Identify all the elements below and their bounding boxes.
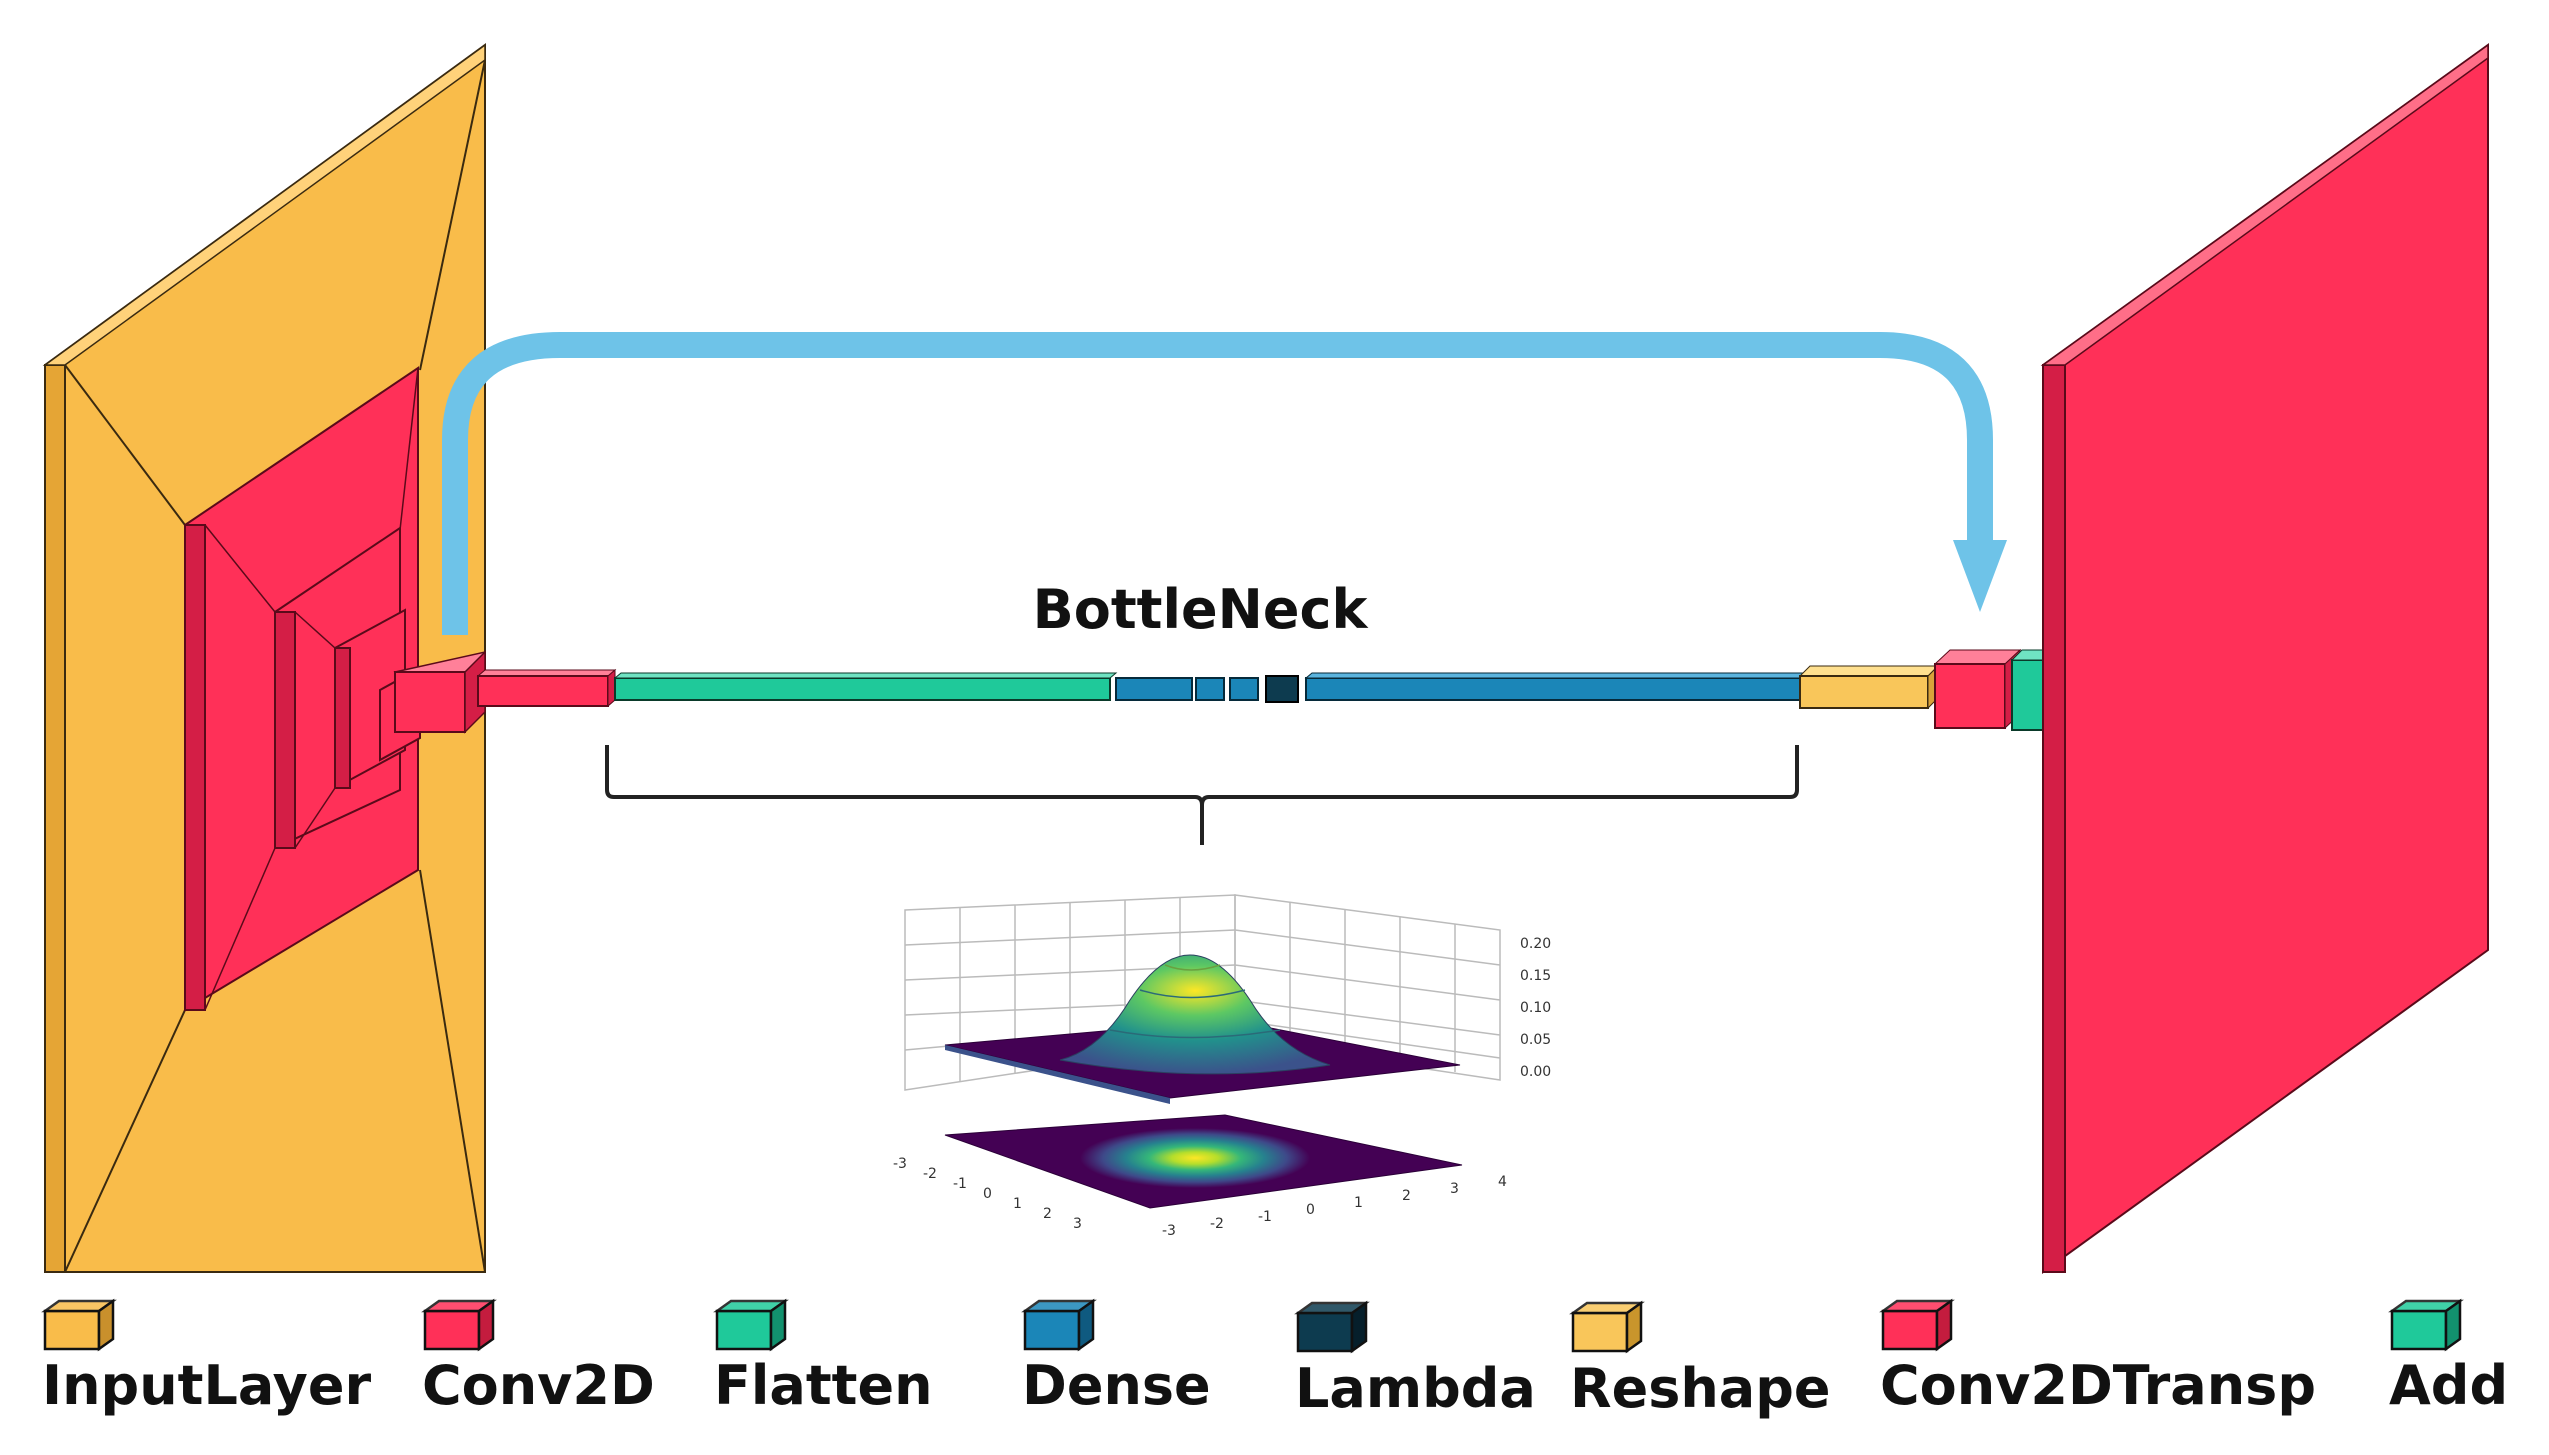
x-tick-label: 3	[1450, 1181, 1459, 1197]
legend-label: Conv2DTransp	[1880, 1354, 2316, 1417]
legend-label: Dense	[1022, 1354, 1211, 1417]
cube-icon	[421, 1298, 497, 1352]
latent-gaussian-surface-plot: 0.20 0.15 0.10 0.05 0.00 -3 -2 -1 0 1 2 3 4 -3 -2 -1 0…	[893, 894, 1551, 1239]
z-tick-label: 0.20	[1520, 936, 1551, 952]
x-tick-label: -3	[1162, 1223, 1176, 1239]
layer-type-legend: InputLayer Conv2D Flatten Dense Lambda Reshap…	[41, 1298, 2508, 1420]
x-tick-label: 4	[1498, 1174, 1507, 1190]
reshape-layer-block	[1798, 664, 1940, 710]
z-tick-label: 0.10	[1520, 1000, 1551, 1016]
x-tick-label: 2	[1402, 1188, 1411, 1204]
legend-item-flatten: Flatten	[713, 1298, 933, 1417]
cube-icon	[41, 1298, 117, 1352]
bottleneck-label: BottleNeck	[1033, 578, 1369, 641]
y-tick-label: 2	[1043, 1206, 1052, 1222]
y-tick-label: -1	[953, 1176, 967, 1192]
conv2dtranspose-small-block	[1933, 648, 2022, 730]
conv2dtranspose-output-block	[2040, 43, 2489, 1274]
z-axis-ticks: 0.20 0.15 0.10 0.05 0.00	[1520, 936, 1551, 1080]
legend-item-lambda: Lambda	[1294, 1300, 1536, 1420]
y-tick-label: 0	[983, 1186, 992, 1202]
x-axis-ticks: -3 -2 -1 0 1 2 3 4	[1162, 1174, 1507, 1239]
dense-layer-bar-3	[1229, 677, 1259, 701]
contour-ellipse	[1080, 1128, 1310, 1188]
legend-item-conv2d: Conv2D	[421, 1298, 655, 1417]
add-layer-block	[2010, 649, 2047, 731]
bottleneck-brace	[605, 745, 1799, 845]
x-tick-label: -1	[1258, 1209, 1272, 1225]
dense-layer-bar-1	[1115, 677, 1193, 701]
cube-icon	[2388, 1298, 2464, 1352]
lambda-layer-bar	[1265, 675, 1299, 703]
x-tick-label: -2	[1210, 1216, 1224, 1232]
x-tick-label: 0	[1306, 1202, 1315, 1218]
skip-connection-arrow	[442, 332, 2007, 635]
cube-icon	[1569, 1300, 1645, 1354]
legend-item-add: Add	[2388, 1298, 2508, 1417]
y-tick-label: 1	[1013, 1196, 1022, 1212]
y-axis-ticks: -3 -2 -1 0 1 2 3	[893, 1156, 1082, 1232]
cube-icon	[1021, 1298, 1097, 1352]
legend-label: Lambda	[1295, 1357, 1536, 1420]
legend-label: Reshape	[1570, 1357, 1831, 1420]
conv2d-block-6	[476, 668, 617, 708]
cube-icon	[713, 1298, 789, 1352]
legend-item-inputlayer: InputLayer	[41, 1298, 371, 1417]
z-tick-label: 0.15	[1520, 968, 1551, 984]
legend-label: Add	[2389, 1354, 2508, 1417]
surface-plane-shade	[945, 1045, 1170, 1104]
gaussian-peak	[1059, 954, 1331, 1075]
dense-layer-bar-4	[1304, 672, 1808, 701]
flatten-layer-bar	[613, 672, 1118, 701]
z-tick-label: 0.00	[1520, 1064, 1551, 1080]
y-tick-label: -2	[923, 1166, 937, 1182]
y-tick-label: -3	[893, 1156, 907, 1172]
legend-item-conv2dtransp: Conv2DTransp	[1879, 1298, 2316, 1417]
legend-label: Conv2D	[422, 1354, 655, 1417]
legend-item-reshape: Reshape	[1569, 1300, 1831, 1420]
cube-icon	[1879, 1298, 1955, 1352]
legend-item-dense: Dense	[1021, 1298, 1211, 1417]
x-tick-label: 1	[1354, 1195, 1363, 1211]
y-tick-label: 3	[1073, 1216, 1082, 1232]
conv2d-block-5	[393, 650, 486, 734]
z-tick-label: 0.05	[1520, 1032, 1551, 1048]
legend-label: Flatten	[714, 1354, 933, 1417]
dense-layer-bar-2	[1195, 677, 1225, 701]
cube-icon	[1294, 1300, 1370, 1354]
legend-label: InputLayer	[42, 1354, 371, 1417]
